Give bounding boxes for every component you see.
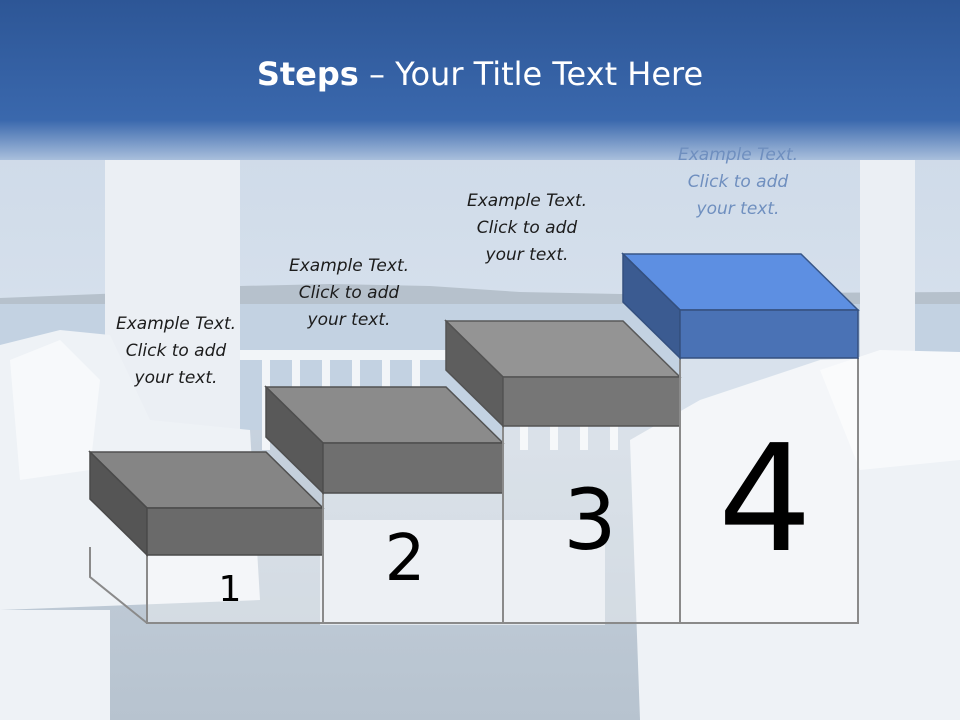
- step-1-caption-line-1: Example Text.: [115, 314, 237, 334]
- step-frame-back: [89, 547, 148, 624]
- step-3-number: 3: [563, 471, 617, 569]
- step-3-caption-line-3: your text.: [485, 245, 569, 265]
- step-3-caption[interactable]: Example Text. Click to add your text.: [437, 188, 617, 269]
- step-4-caption-line-1: Example Text.: [677, 145, 799, 165]
- step-4-block-front: [679, 309, 859, 359]
- step-4-column: [679, 358, 859, 624]
- step-2-caption[interactable]: Example Text. Click to add your text.: [259, 253, 439, 334]
- step-3-caption-line-1: Example Text.: [466, 191, 588, 211]
- title-rest: – Your Title Text Here: [358, 55, 704, 93]
- step-2-caption-line-3: your text.: [307, 310, 391, 330]
- step-staircase: [88, 252, 860, 624]
- step-1-caption[interactable]: Example Text. Click to add your text.: [86, 311, 266, 392]
- step-4-number: 4: [717, 413, 813, 585]
- step-3-caption-line-2: Click to add: [476, 218, 578, 238]
- step-4-caption-line-3: your text.: [696, 199, 780, 219]
- step-1-caption-line-2: Click to add: [125, 341, 227, 361]
- step-2-block-front: [322, 442, 504, 494]
- step-4-caption-line-2: Click to add: [687, 172, 789, 192]
- slide-title[interactable]: Steps – Your Title Text Here: [0, 52, 960, 96]
- step-4-caption[interactable]: Example Text. Click to add your text.: [648, 142, 828, 223]
- step-3-block-front: [502, 376, 681, 427]
- step-1-number: 1: [218, 569, 242, 610]
- step-2-number: 2: [384, 522, 426, 596]
- step-1-caption-line-3: your text.: [134, 368, 218, 388]
- step-2-caption-line-1: Example Text.: [288, 256, 410, 276]
- step-2-caption-line-2: Click to add: [298, 283, 400, 303]
- step-1-block-front: [146, 507, 324, 556]
- title-bold: Steps: [256, 55, 359, 93]
